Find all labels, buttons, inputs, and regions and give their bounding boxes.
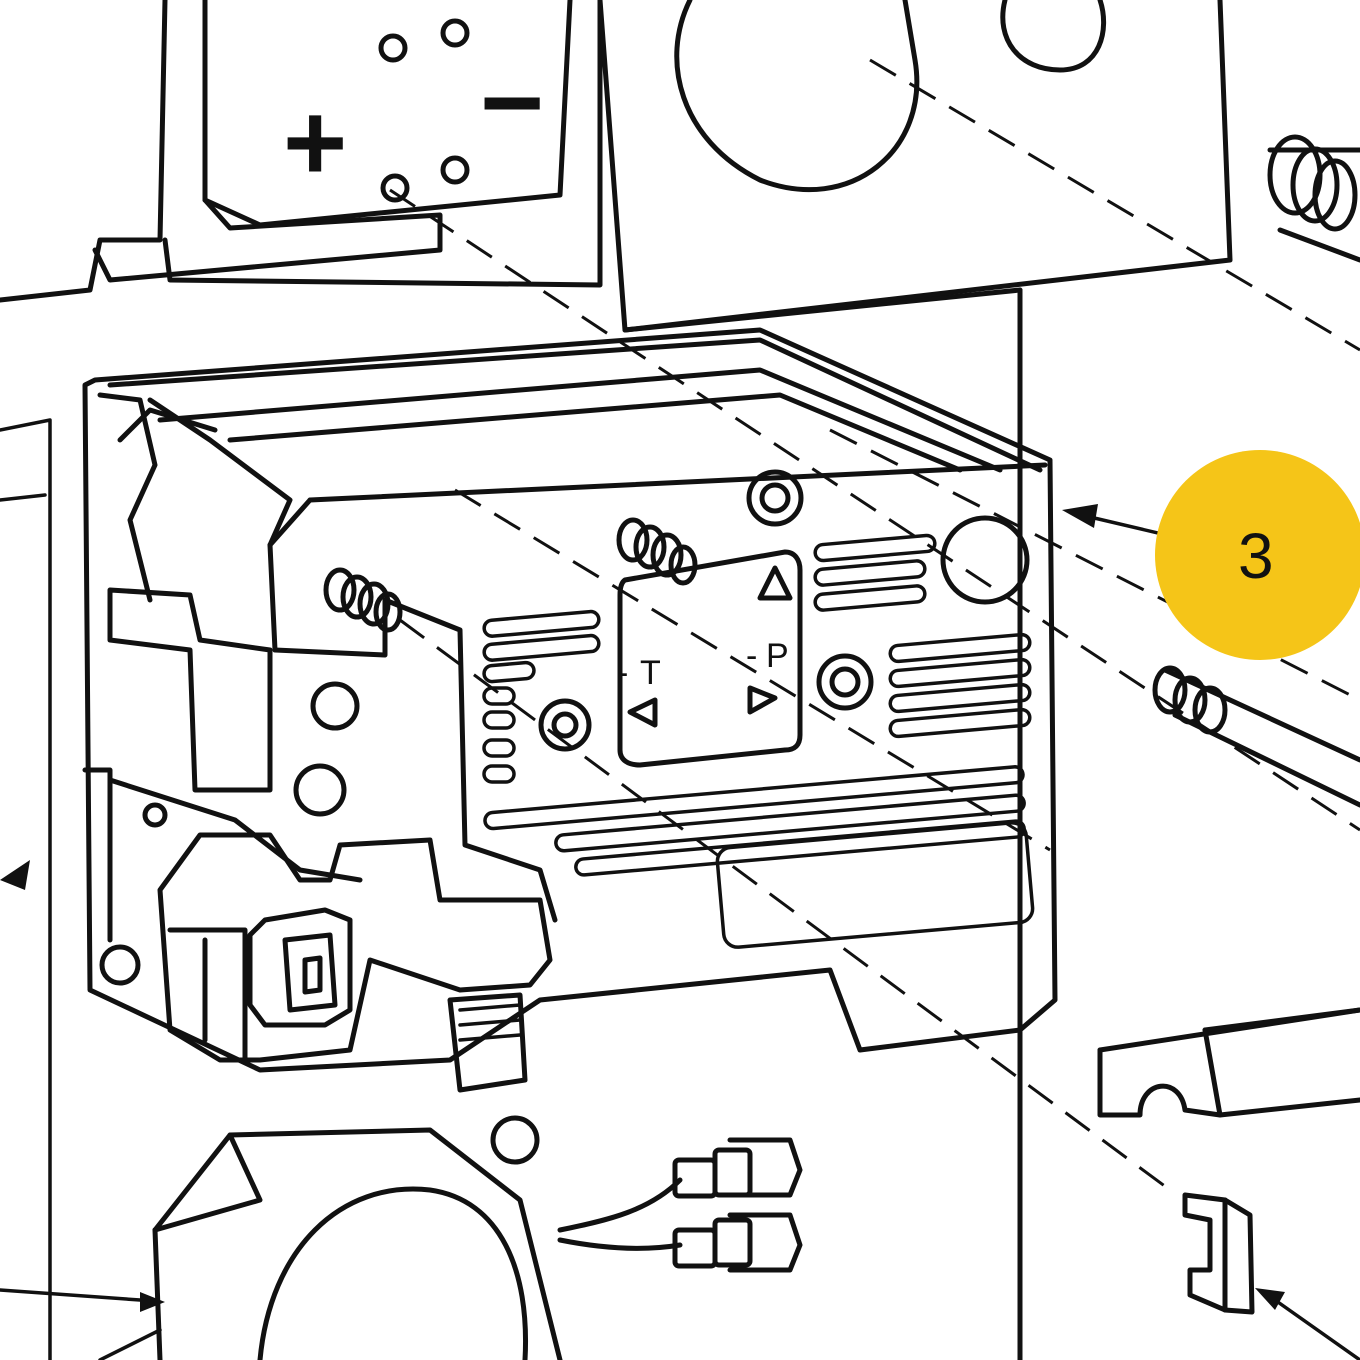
test-point-nipples <box>323 517 698 633</box>
burner-dome <box>674 0 1107 193</box>
plus-symbol: + <box>283 81 347 204</box>
temp-dash: - <box>617 654 628 692</box>
label-plate: - T - P <box>617 549 803 768</box>
vent-slots <box>482 533 1035 949</box>
temp-label: T <box>640 654 661 692</box>
hex-nut <box>152 1127 563 1360</box>
arrow-head-icon <box>1062 504 1098 528</box>
valve-fittings <box>99 469 1030 1165</box>
arrow-head-icon <box>140 1292 165 1312</box>
callout-number: 3 <box>1238 520 1274 592</box>
terminal-block: + − <box>92 0 573 283</box>
pressure-label: P <box>766 637 789 675</box>
mounting-bracket <box>1097 1007 1360 1315</box>
back-panel <box>0 0 1233 1360</box>
connector-block <box>157 832 553 1093</box>
pressure-dash: - <box>746 637 757 675</box>
explosion-lines <box>389 58 1360 1192</box>
arrow-head-icon <box>1255 1288 1285 1310</box>
minus-symbol: − <box>480 41 544 164</box>
triangle-up-icon <box>757 565 793 601</box>
triangle-right-icon <box>747 685 778 715</box>
triangle-left-icon <box>627 697 658 728</box>
arrow-head-icon <box>0 860 30 890</box>
callout-balloon <box>1155 450 1360 660</box>
spade-terminals <box>557 1137 803 1273</box>
callout-3: 3 <box>1155 450 1360 660</box>
leader-arrows <box>0 504 1360 1360</box>
